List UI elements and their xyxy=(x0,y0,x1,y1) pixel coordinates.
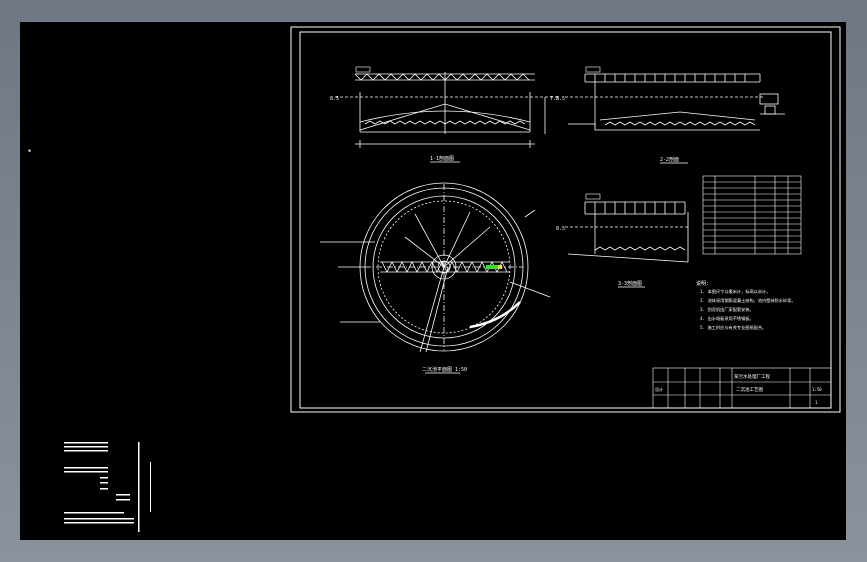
note-line-3: 3. 刮泥机由厂家配套安装。 xyxy=(700,306,754,313)
section-b-tag xyxy=(585,66,601,73)
notes-block: 说明: 1. 本图尺寸以毫米计，标高以米计。 2. 池体采用钢筋混凝土结构，池内… xyxy=(696,280,796,331)
note-line-5: 5. 施工时应与有关专业图纸配合。 xyxy=(700,324,766,331)
note-line-4: 4. 出水堰板采用不锈钢板。 xyxy=(700,315,754,322)
stray-mark: ▪ xyxy=(28,148,31,154)
title-block-drawing-name: 二沉池工艺图 xyxy=(736,386,763,393)
section-a-elev-left: 8.5 xyxy=(330,96,339,102)
title-block-sheet: 1 xyxy=(815,400,818,405)
cad-viewport[interactable]: ▪ 8.5 7.5 1 xyxy=(20,22,846,540)
plan-title: 二沉池平面图 1:50 xyxy=(422,366,467,373)
section-b-elev-left: 8.5 xyxy=(556,96,565,102)
section-b-view xyxy=(565,73,785,131)
cad-drawing: ▪ 8.5 7.5 1 xyxy=(28,26,841,532)
section-a-tag xyxy=(355,66,371,73)
section-b-title: 2-2剖面 xyxy=(660,156,679,163)
sheet-outer-border xyxy=(290,26,841,413)
material-table xyxy=(702,175,802,255)
sheet-inner-border xyxy=(299,31,832,409)
plan-highlight-yellow xyxy=(498,265,502,269)
title-block-scale: 1:50 xyxy=(812,387,822,392)
notes-heading: 说明: xyxy=(696,280,709,287)
note-line-1: 1. 本图尺寸以毫米计，标高以米计。 xyxy=(700,288,770,295)
section-a-title: 1-1剖面图 xyxy=(430,155,454,162)
section-c-title: 3-3剖面图 xyxy=(618,280,642,287)
section-c-view xyxy=(565,201,690,263)
title-block xyxy=(652,367,832,409)
section-a-elev-right: 7.5 xyxy=(550,96,559,102)
title-block-project: 某污水处理厂工程 xyxy=(734,373,770,380)
title-block-designer: 设计 xyxy=(655,386,663,392)
section-c-elev-left: 8.5 xyxy=(556,226,565,232)
section-a-view xyxy=(335,72,560,148)
section-c-tag xyxy=(585,193,601,200)
note-line-2: 2. 池体采用钢筋混凝土结构，池内壁抹防水砂浆。 xyxy=(700,297,796,304)
layer-legend xyxy=(64,442,151,532)
plan-view xyxy=(320,182,551,353)
plan-highlight-green xyxy=(486,265,498,269)
